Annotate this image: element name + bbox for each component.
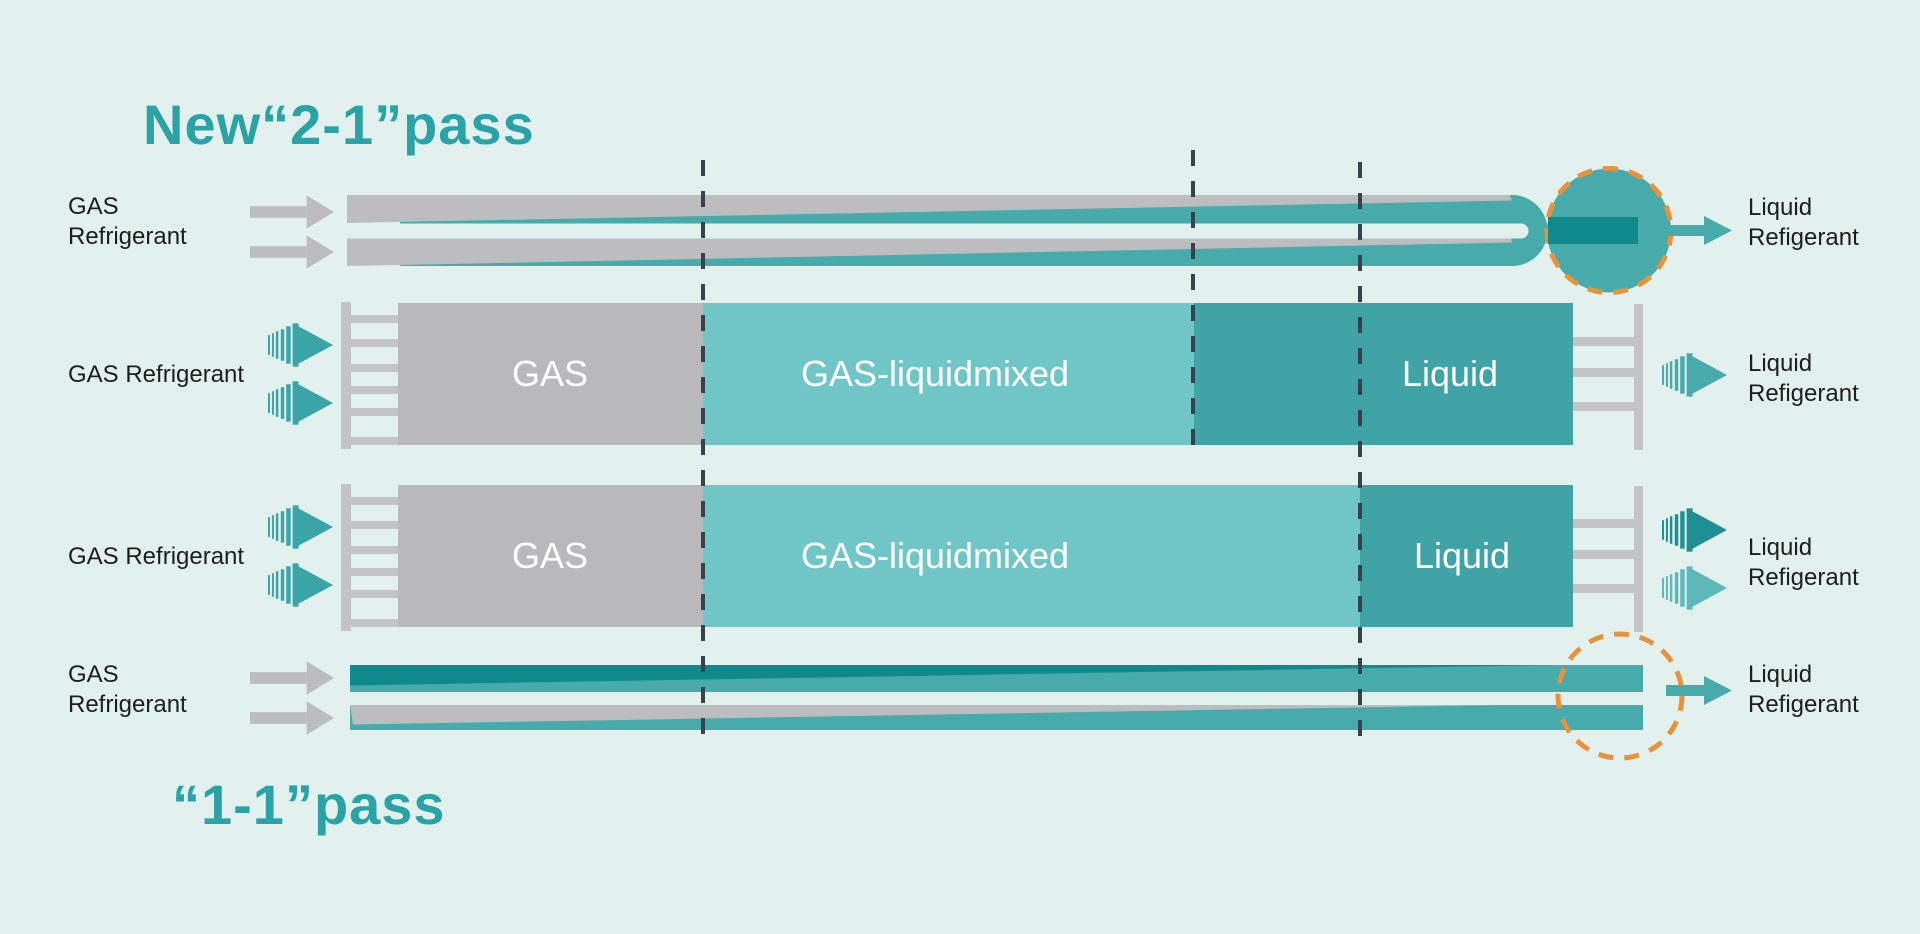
- highlight-circle-outlet-1-1: [1555, 631, 1685, 761]
- liquid-section: [1360, 485, 1573, 627]
- row2-right-label: Liquid Refigerant: [1748, 350, 1859, 407]
- manifold-rung: [1573, 337, 1634, 346]
- liquid-outlet-port: [1548, 217, 1638, 244]
- gas-inflow-arrow-icon: [250, 235, 334, 269]
- outlet-manifold-bar: [1634, 304, 1643, 450]
- liquid-outflow-striped-arrow-icon: [1662, 566, 1727, 610]
- gas-liquid-mixed-section: [703, 485, 1360, 627]
- gas-inflow-arrow-icon: [250, 701, 334, 735]
- liquid-outflow-striped-arrow-icon: [1662, 508, 1727, 552]
- phase-boundary-dashed-line-1-1-pass: [1358, 162, 1362, 748]
- title-new-2-1-pass: New“2-1”pass: [143, 93, 535, 156]
- gas-section-label: GAS: [511, 353, 589, 394]
- outlet-manifold-bar: [1634, 486, 1643, 632]
- liquid-outflow-arrow-head: [1704, 216, 1732, 245]
- row2-left-label: GAS Refrigerant: [68, 361, 245, 388]
- gas-section: [398, 303, 703, 445]
- liquid-outflow-arrow-icon: [1666, 225, 1704, 236]
- liquid-section-label: Liquid: [1413, 535, 1511, 576]
- gas-liquid-mixed-section: [703, 303, 1194, 445]
- gas-phase-wedge-top-tube: [347, 195, 1512, 223]
- gas-inflow-arrow-icon: [250, 661, 334, 695]
- phase-boundary-dashed-line-left: [701, 160, 705, 748]
- manifold-rung: [351, 315, 398, 323]
- gas-section-label: GAS: [511, 535, 589, 576]
- heat-exchanger-core-2-1: [398, 303, 1573, 445]
- gas-inflow-striped-arrow-icon: [268, 563, 333, 607]
- mixed-section-label: GAS-liquidmixed: [800, 353, 1070, 394]
- gas-phase-wedge-bottom-tube: [350, 705, 1500, 725]
- manifold-rung: [351, 364, 398, 372]
- row3-right-label: Liquid Refigerant: [1748, 534, 1859, 591]
- title-1-1-pass: “1-1”pass: [172, 773, 446, 836]
- mixed-section-label: GAS-liquidmixed: [800, 535, 1070, 576]
- manifold-rung: [351, 408, 398, 416]
- manifold-rung: [1573, 368, 1634, 377]
- inlet-manifold-bar: [341, 484, 351, 631]
- row1-left-label: GAS Refrigerant: [68, 193, 187, 250]
- row3-left-label: GAS Refrigerant: [68, 543, 245, 570]
- gas-phase-wedge-bottom-tube: [347, 238, 1512, 266]
- row4-left-label: GAS Refrigerant: [68, 661, 187, 718]
- manifold-rung: [351, 590, 398, 598]
- single-pass-tube-assembly: [350, 631, 1732, 761]
- tube-gap: [347, 223, 1529, 239]
- manifold-rung: [351, 568, 398, 576]
- gas-phase-wedge-top-tube: [350, 665, 1555, 686]
- manifold-rung: [1573, 584, 1634, 593]
- liquid-outflow-arrow-head: [1704, 676, 1732, 705]
- manifold-rung: [1573, 550, 1634, 559]
- gas-inflow-striped-arrow-icon: [268, 323, 333, 367]
- gas-inflow-striped-arrow-icon: [268, 505, 333, 549]
- manifold-rung: [351, 437, 398, 445]
- inlet-manifold-bar: [341, 302, 351, 449]
- gas-inflow-arrow-icon: [250, 195, 334, 229]
- liquid-section-label: Liquid: [1401, 353, 1499, 394]
- manifold-rung: [351, 521, 398, 529]
- manifold-rung: [351, 497, 398, 505]
- manifold-rung: [351, 546, 398, 554]
- liquid-outflow-striped-arrow-icon: [1662, 353, 1727, 397]
- manifold-rung: [351, 619, 398, 627]
- gas-section: [398, 485, 703, 627]
- two-pass-hairpin-tube-assembly: [347, 166, 1732, 295]
- manifold-rung: [351, 386, 398, 394]
- liquid-outflow-arrow-icon: [1666, 685, 1704, 696]
- manifold-rung: [1573, 402, 1634, 411]
- row1-right-label: Liquid Refigerant: [1748, 194, 1859, 251]
- heat-exchanger-core-1-1: [398, 485, 1573, 627]
- phase-boundary-dashed-line-2-1-pass: [1191, 150, 1195, 446]
- liquid-section: [1194, 303, 1573, 445]
- row4-right-label: Liquid Refigerant: [1748, 661, 1859, 718]
- manifold-rung: [351, 339, 398, 347]
- gas-inflow-striped-arrow-icon: [268, 381, 333, 425]
- manifold-rung: [1573, 519, 1634, 528]
